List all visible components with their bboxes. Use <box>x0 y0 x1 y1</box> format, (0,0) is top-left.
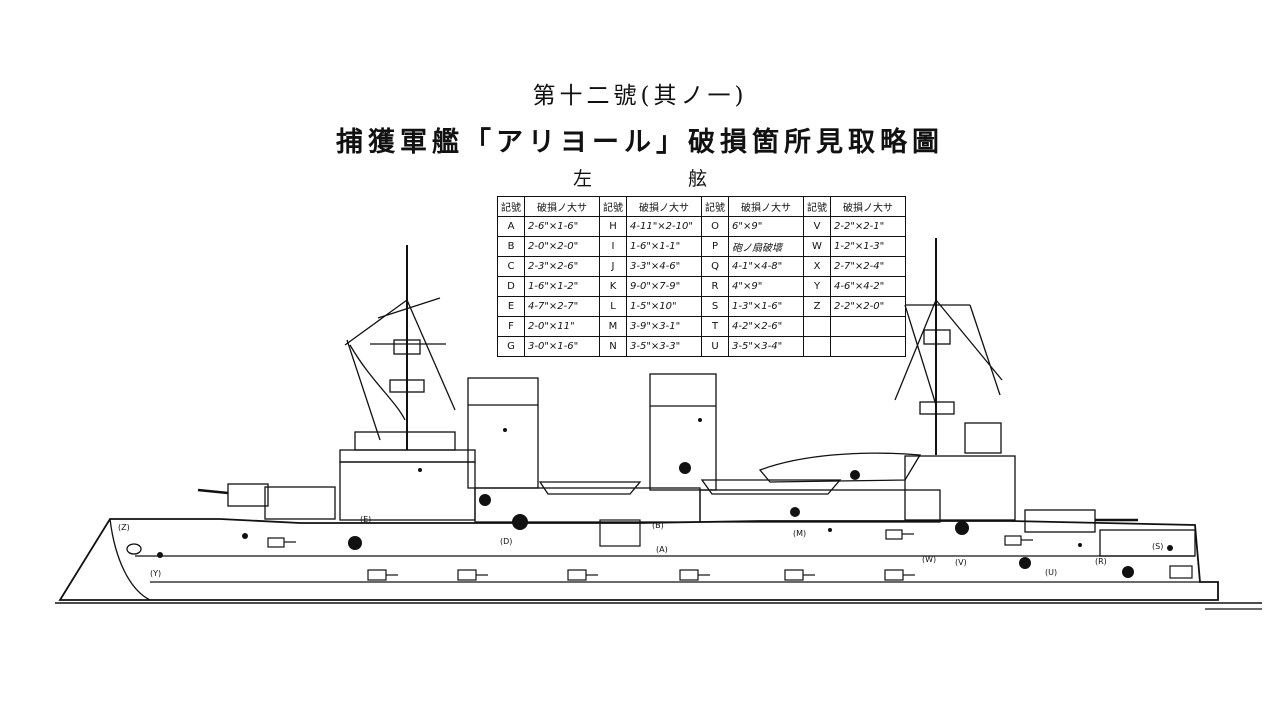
fore-rigging <box>344 299 456 441</box>
damage-mark <box>955 521 969 535</box>
gun-port <box>884 569 904 581</box>
main-lower-top <box>919 401 955 415</box>
forward-bridge-deck <box>339 449 476 463</box>
damage-mark <box>418 468 422 472</box>
hull-bow-curve <box>109 518 151 601</box>
main-rigging <box>894 299 1003 406</box>
side-label-right: 舷 <box>688 168 708 190</box>
plate-number: 第十二號(其ノ一) <box>532 83 748 109</box>
gun-port <box>885 529 903 540</box>
hull-mark: (M) <box>793 529 806 538</box>
shell-damage-marks <box>157 418 1173 578</box>
upper-gun-ports <box>267 519 1033 548</box>
damage-size <box>830 336 906 357</box>
hull-mark: (Z) <box>118 523 130 532</box>
main-fighting-top <box>923 329 951 345</box>
damage-mark <box>503 428 507 432</box>
hull-mark: (Y) <box>150 569 161 578</box>
forward-bridge-house <box>339 461 476 521</box>
hull-mark: (S) <box>1152 542 1163 551</box>
damage-table-header: 記號 破損ノ大サ 記號 破損ノ大サ 記號 破損ノ大サ 記號 破損ノ大サ <box>497 196 906 217</box>
forward-funnel <box>467 377 539 489</box>
hull-outline <box>58 518 1219 601</box>
stern-deckhouse <box>1099 529 1196 557</box>
hull-mark: (D) <box>500 537 512 546</box>
gun-port <box>367 569 387 581</box>
gun-port <box>567 569 587 581</box>
gun-port <box>784 569 804 581</box>
hull-mark: (W) <box>922 555 936 564</box>
damage-mark <box>157 552 163 558</box>
after-bridge-house <box>904 455 1016 521</box>
drawing-title: 捕獲軍艦「アリヨール」破損箇所見取略圖 <box>336 127 944 158</box>
damage-mark <box>1122 566 1134 578</box>
gun-port <box>679 569 699 581</box>
after-boat <box>700 479 842 495</box>
damage-mark <box>698 418 702 422</box>
midship-deckhouse <box>474 487 701 523</box>
gun-port <box>267 537 285 548</box>
forward-conning-house <box>354 431 456 451</box>
hull-mark: (A) <box>656 545 668 554</box>
gun-port <box>1004 535 1022 546</box>
hull-letter-marks: (Z) (Y) (E) (D) (B) (A) (M) (W) (V) (R) … <box>118 515 1163 578</box>
hull-mark: (E) <box>360 515 371 524</box>
side-label-left: 左 <box>572 168 592 190</box>
after-funnel <box>649 373 717 491</box>
damage-mark <box>1019 557 1031 569</box>
damage-mark <box>512 514 528 530</box>
side-label: 左 舷 <box>0 164 1280 191</box>
damage-mark <box>1167 545 1173 551</box>
damage-mark <box>828 528 832 532</box>
midship-boat <box>538 481 642 495</box>
main-searchlight-tower <box>964 422 1002 454</box>
fore-yard-upper <box>377 297 441 319</box>
damage-mark <box>850 470 860 480</box>
damage-mark <box>242 533 248 539</box>
after-deckhouse <box>699 489 941 523</box>
forward-turret <box>227 483 269 507</box>
hull-mark: (U) <box>1045 568 1057 577</box>
wrecked-boats <box>758 452 922 483</box>
damage-mark <box>1078 543 1082 547</box>
gun-port <box>457 569 477 581</box>
hull-mark: (V) <box>955 558 967 567</box>
gun-port <box>1169 565 1193 579</box>
hull-mark: (B) <box>652 521 664 530</box>
forward-turret-gun <box>197 488 229 495</box>
fore-fighting-top <box>393 339 421 355</box>
damage-size: 3-5"×3-3" <box>626 336 702 357</box>
forward-deckhouse <box>264 486 336 520</box>
hawse-pipe <box>126 543 142 555</box>
damage-mark <box>348 536 362 550</box>
hull-mark: (R) <box>1095 557 1107 566</box>
damage-mark <box>790 507 800 517</box>
gun-port <box>599 519 641 547</box>
damage-mark <box>679 462 691 474</box>
lower-gun-ports <box>367 565 1193 581</box>
damage-mark <box>479 494 491 506</box>
fore-lower-top <box>389 379 425 393</box>
